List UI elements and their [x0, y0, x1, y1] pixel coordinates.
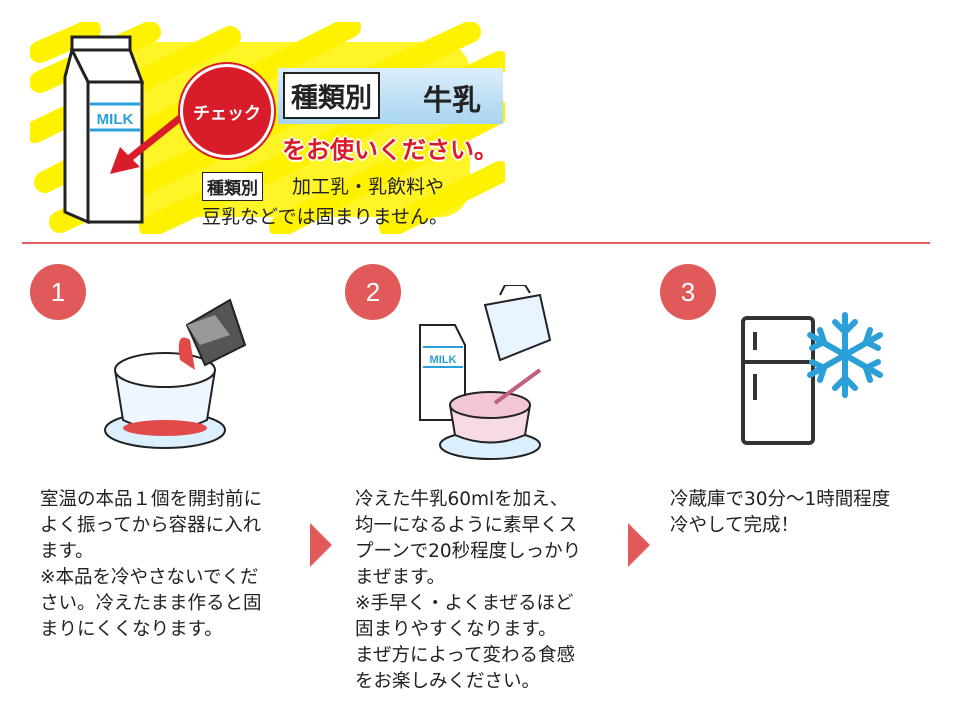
milk-type-banner: MILK チェック 種類別 牛乳 をお使いください。 種類別 加工乳・乳飲料や … [24, 16, 511, 238]
kind-label: 種類別 [202, 172, 263, 201]
step2-milk-label: MILK [430, 354, 457, 366]
carton-milk-label: MILK [97, 111, 134, 128]
milk-carton-icon: MILK [63, 35, 145, 225]
step-2-number: 2 [345, 264, 401, 320]
divider [22, 242, 930, 244]
pour-into-cup-illustration [104, 298, 247, 449]
check-badge: チェック [180, 64, 274, 158]
title-type-boxed: 種類別 [283, 72, 380, 119]
step-3-text: 冷蔵庫で30分～1時間程度 冷やして完成！ [670, 489, 891, 536]
refrigerator-icon [741, 316, 815, 445]
next-arrow-icon [310, 523, 332, 567]
snowflake-icon [807, 312, 883, 398]
mix-milk-illustration: MILK [419, 285, 552, 460]
note-line-1: 加工乳・乳飲料や [292, 176, 445, 198]
step-3-number: 3 [660, 264, 716, 320]
step-1-text: 室温の本品１個を開封前に よく振ってから容器に入れ ます。 ※本品を冷やさないで… [40, 489, 263, 640]
title-milk: 牛乳 [423, 83, 482, 117]
subtitle: をお使いください。 [282, 136, 498, 164]
step-2-text: 冷えた牛乳60mlを加え、 均一になるように素早くス プーンで20秒程度しっかり… [355, 489, 582, 692]
next-arrow-icon [628, 523, 650, 567]
step-1-number: 1 [30, 264, 86, 320]
note-line-2: 豆乳などでは固まりません。 [202, 206, 449, 228]
